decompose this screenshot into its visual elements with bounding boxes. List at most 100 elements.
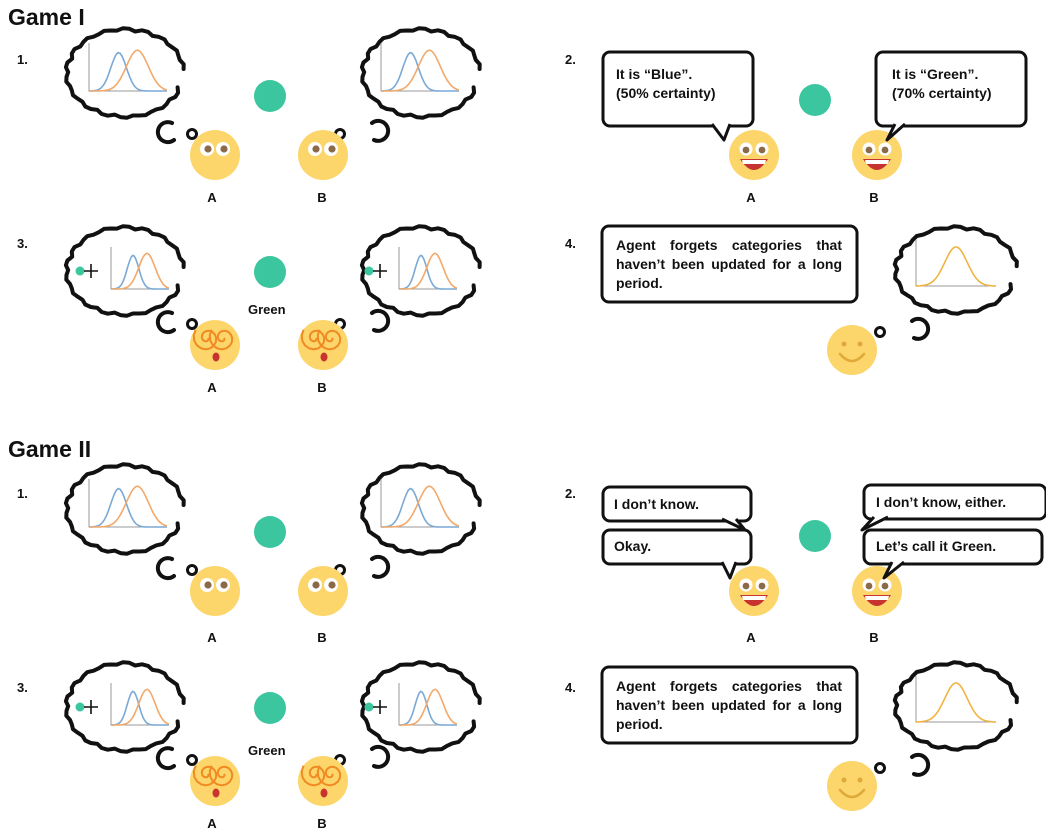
g2-p1-a-distribution-plot-icon [88, 479, 168, 528]
g1-p3-a-dizzy-eyes-icon-right [208, 329, 234, 351]
game-1-title: Game I [8, 4, 85, 30]
g1-p1-b-green-category-curve [381, 49, 460, 92]
g1-p2-object-circle [799, 84, 831, 116]
g1-p2-b-face-icon [852, 130, 902, 180]
game-2-title: Game II [8, 436, 92, 462]
g2-p3-a-face-icon [190, 756, 240, 806]
g1-forget-note-text: Agent forgets categories that haven’t be… [616, 237, 842, 291]
g1-p3-a-mouth [212, 352, 220, 362]
g2-p2-a1-speech-bubble [601, 485, 753, 532]
g1-p2-b-pupil-left [865, 146, 873, 154]
g2-p2-b-teeth [865, 596, 889, 600]
g1-p3-b-distribution-plot-icon [398, 247, 458, 290]
g2-p3-a-dizzy-eyes-icon-right [208, 765, 234, 787]
g1-p4-trail-small [874, 326, 886, 338]
g1-p3-b-plus-icon [373, 264, 387, 278]
g2-p4-distribution-plot-icon [915, 676, 996, 723]
g2-p3-agent-a-label: A [207, 816, 217, 831]
g1-step-4-number: 4. [565, 236, 576, 251]
g2-p3-b-mouth [320, 788, 328, 798]
g2-p2-agent-b-label: B [869, 630, 879, 645]
g1-p1-agent-b-label: B [317, 190, 327, 205]
g2-p1-b-thought-trail [334, 554, 391, 579]
g1-p3-a-green-category-curve [111, 252, 170, 290]
g1-speech-a-text: It is “Blue”. (50% certainty) [616, 66, 716, 101]
g2-p3-object-label: Green [248, 743, 286, 758]
g2-step-1-number: 1. [17, 486, 28, 501]
g2-p1-b-blue-category-curve [380, 487, 459, 528]
g1-p1-a-pupil-right [220, 145, 228, 153]
g1-step-3-number: 3. [17, 236, 28, 251]
g2-p1-b-face-base [298, 566, 348, 616]
g2-p1-b-thought-cloud-icon [359, 462, 482, 556]
g2-p1-b-pupil-left [312, 581, 320, 589]
g1-p3-object-label: Green [248, 302, 286, 317]
g2-p3-a-plus-icon [84, 700, 98, 714]
g2-p1-a-thought-cloud-icon [63, 462, 186, 556]
g2-p2-a-pupil-right [758, 582, 766, 590]
g1-p1-a-thought-cloud-icon [63, 26, 186, 120]
g1-p4-mouth [838, 352, 866, 363]
g2-speech-a2-text: Okay. [614, 538, 652, 554]
g1-p4-thought-trail [874, 316, 931, 341]
g2-p2-a-pupil-left [742, 582, 750, 590]
g1-p1-b-face-icon [298, 130, 348, 180]
g2-p1-a-green-category-curve [89, 485, 168, 528]
g1-p3-object-circle [254, 256, 286, 288]
g2-p1-a-blue-category-curve [88, 487, 167, 528]
g1-p2-agent-a-label: A [746, 190, 756, 205]
g2-p3-b-sample-dot [364, 702, 374, 712]
g2-p4-remaining-category-curve [916, 682, 996, 723]
g2-p4-thought-cloud-icon [892, 660, 1019, 752]
g2-p1-a-pupil-right [220, 581, 228, 589]
g2-p1-b-distribution-plot-icon [380, 479, 460, 528]
g2-p3-a-mouth [212, 788, 220, 798]
g1-p1-a-face-base [190, 130, 240, 180]
g1-p3-a-plus-icon [84, 264, 98, 278]
g1-p3-a-sample-dot [75, 266, 85, 276]
g1-p4-note-bubble-box [600, 224, 859, 304]
g1-p3-a-trail-small [186, 318, 198, 330]
g2-p2-b2-bubble-tail [882, 560, 905, 580]
g2-p3-a-trail-small [186, 754, 198, 766]
g2-step-4-number: 4. [565, 680, 576, 695]
g1-p1-agent-a-label: A [207, 190, 217, 205]
g1-p3-b-trail-large [370, 308, 391, 333]
g2-p2-object-circle [799, 520, 831, 552]
g2-p3-a-green-category-curve [111, 688, 170, 726]
g1-p4-eye-left [841, 341, 847, 347]
g2-p2-b1-bubble-tail [860, 515, 889, 532]
g1-p2-b-bubble-tail [885, 122, 906, 142]
g1-p2-agent-b-label: B [869, 190, 879, 205]
g2-p2-b-pupil-left [865, 582, 873, 590]
g2-p3-b-green-category-curve [399, 688, 458, 726]
g1-p1-b-pupil-left [312, 145, 320, 153]
g2-p2-a-face-base [729, 566, 779, 616]
g1-p3-b-blue-category-curve [398, 254, 457, 290]
g1-p3-b-thought-cloud-icon [359, 224, 482, 318]
g1-p1-a-face-icon [190, 130, 240, 180]
g1-p2-a-pupil-right [758, 146, 766, 154]
g1-step-1-number: 1. [17, 52, 28, 67]
g2-p2-a-face-icon [729, 566, 779, 616]
g1-p2-a-bubble-box [601, 50, 755, 128]
g1-p4-eye-right [857, 341, 863, 347]
g2-p2-a1-bubble-box [601, 485, 753, 523]
g1-p3-a-distribution-plot-icon [110, 247, 170, 290]
g2-p3-a-thought-trail [155, 746, 198, 771]
g2-p2-agent-a-label: A [746, 630, 756, 645]
g1-p4-cloud-outline [892, 224, 1019, 316]
g2-p2-b-face-icon [852, 566, 902, 616]
g2-p1-a-face-icon [190, 566, 240, 616]
g2-p4-note-bubble-box [600, 665, 859, 745]
g1-p2-a-face-base [729, 130, 779, 180]
g2-p3-b-dizzy-eyes-icon-left [300, 765, 326, 787]
g2-p3-object-circle [254, 692, 286, 724]
g1-p1-a-green-category-curve [89, 49, 168, 92]
g1-step-2-number: 2. [565, 52, 576, 67]
g2-p4-note-speech-bubble [600, 665, 859, 745]
g1-p1-a-thought-trail [155, 120, 198, 145]
g2-p2-b2-speech-bubble [862, 528, 1044, 580]
g2-p1-b-face-icon [298, 566, 348, 616]
